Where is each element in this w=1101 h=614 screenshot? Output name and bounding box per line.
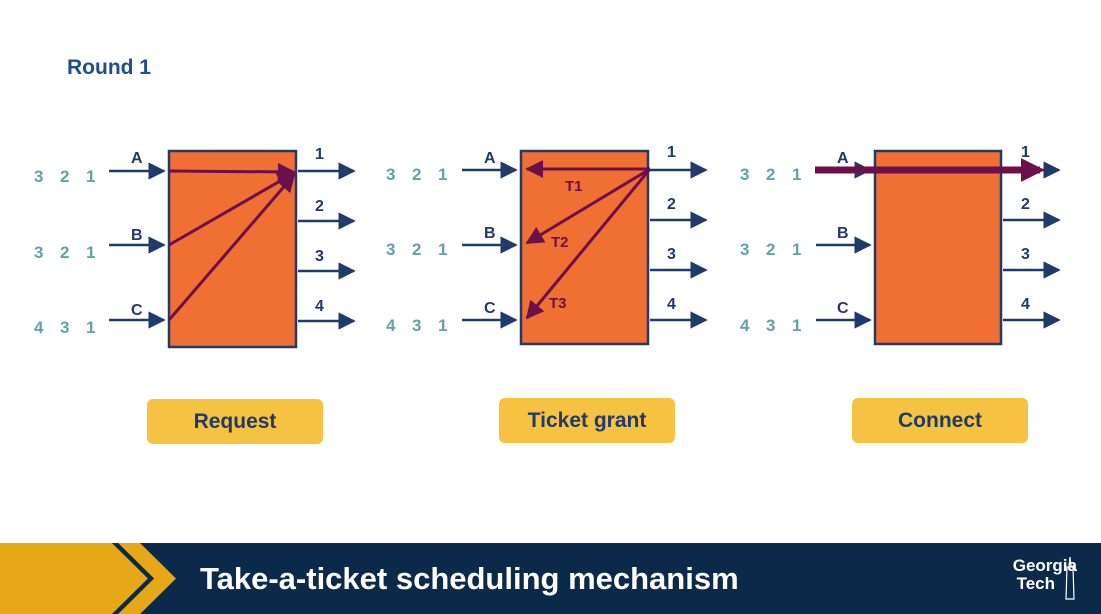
grant-arrow-b (525, 167, 651, 245)
round-label: Round 1 (67, 56, 151, 79)
input-label-a: A (837, 150, 849, 167)
grant-arrow-c (525, 168, 652, 320)
queue-item: 1 (438, 240, 448, 259)
queue-item: 2 (60, 243, 70, 262)
queue-item: 1 (86, 243, 96, 262)
queue-item: 1 (792, 240, 802, 259)
panel-connect (815, 149, 1061, 346)
output-label-4: 4 (667, 296, 676, 313)
input-label-a: A (484, 150, 496, 167)
output-label-1: 1 (315, 146, 324, 163)
queue-item: 1 (792, 316, 802, 335)
output-label-1: 1 (667, 144, 676, 161)
queue-item: 3 (34, 167, 44, 186)
queue-item: 3 (34, 243, 44, 262)
queue-item: 4 (34, 318, 44, 337)
input-label-a: A (131, 150, 143, 167)
input-label-b: B (484, 225, 496, 242)
stage-button-connect[interactable]: Connect (852, 398, 1028, 443)
panel-ticket-grant (462, 149, 708, 346)
logo-line-1: Georgia (1012, 556, 1077, 575)
logo-line-2: Tech (1016, 574, 1055, 593)
queue-item: 1 (86, 318, 96, 337)
queue-item: 2 (60, 167, 70, 186)
input-label-b: B (837, 225, 849, 242)
request-arrow-c (167, 173, 296, 321)
page-title: Take-a-ticket scheduling mechanism (200, 561, 739, 596)
stage-button-request[interactable]: Request (147, 399, 323, 444)
chevron-decoration (0, 543, 176, 614)
output-label-4: 4 (1021, 296, 1030, 313)
ticket-label-t1: T1 (565, 178, 583, 195)
output-label-2: 2 (667, 196, 676, 213)
queue-item: 3 (740, 165, 750, 184)
queue-item: 4 (740, 316, 750, 335)
georgia-tech-logo: Georgia Tech (1012, 556, 1077, 600)
title-banner: Take-a-ticket scheduling mechanism Georg… (0, 543, 1101, 614)
output-label-2: 2 (315, 198, 324, 215)
queue-item: 3 (60, 318, 70, 337)
input-label-c: C (131, 302, 143, 319)
queue-item: 4 (386, 316, 396, 335)
queue-item: 1 (86, 167, 96, 186)
input-label-c: C (484, 300, 496, 317)
request-arrow-a (168, 162, 296, 181)
queue-item: 3 (766, 316, 776, 335)
queue-item: 3 (412, 316, 422, 335)
input-label-b: B (131, 227, 143, 244)
switch-box (167, 149, 298, 349)
queue-item: 3 (386, 165, 396, 184)
ticket-label-t2: T2 (551, 234, 569, 251)
output-label-2: 2 (1021, 196, 1030, 213)
ticket-label-t3: T3 (549, 295, 567, 312)
panel-request (109, 149, 356, 349)
output-label-3: 3 (667, 246, 676, 263)
tower-icon (1065, 557, 1075, 600)
output-label-4: 4 (315, 298, 324, 315)
queue-item: 3 (740, 240, 750, 259)
output-label-1: 1 (1021, 144, 1030, 161)
output-label-3: 3 (1021, 246, 1030, 263)
request-arrow-b (168, 171, 296, 247)
queue-item: 1 (438, 316, 448, 335)
queue-item: 2 (766, 165, 776, 184)
switch-box (873, 149, 1003, 346)
queue-item: 2 (412, 165, 422, 184)
output-label-3: 3 (315, 248, 324, 265)
switch-diagram (109, 149, 1061, 349)
queue-item: 2 (766, 240, 776, 259)
input-label-c: C (837, 300, 849, 317)
stage-button-ticket-grant[interactable]: Ticket grant (499, 398, 675, 443)
queue-item: 1 (792, 165, 802, 184)
queue-item: 2 (412, 240, 422, 259)
queue-item: 1 (438, 165, 448, 184)
queue-item: 3 (386, 240, 396, 259)
